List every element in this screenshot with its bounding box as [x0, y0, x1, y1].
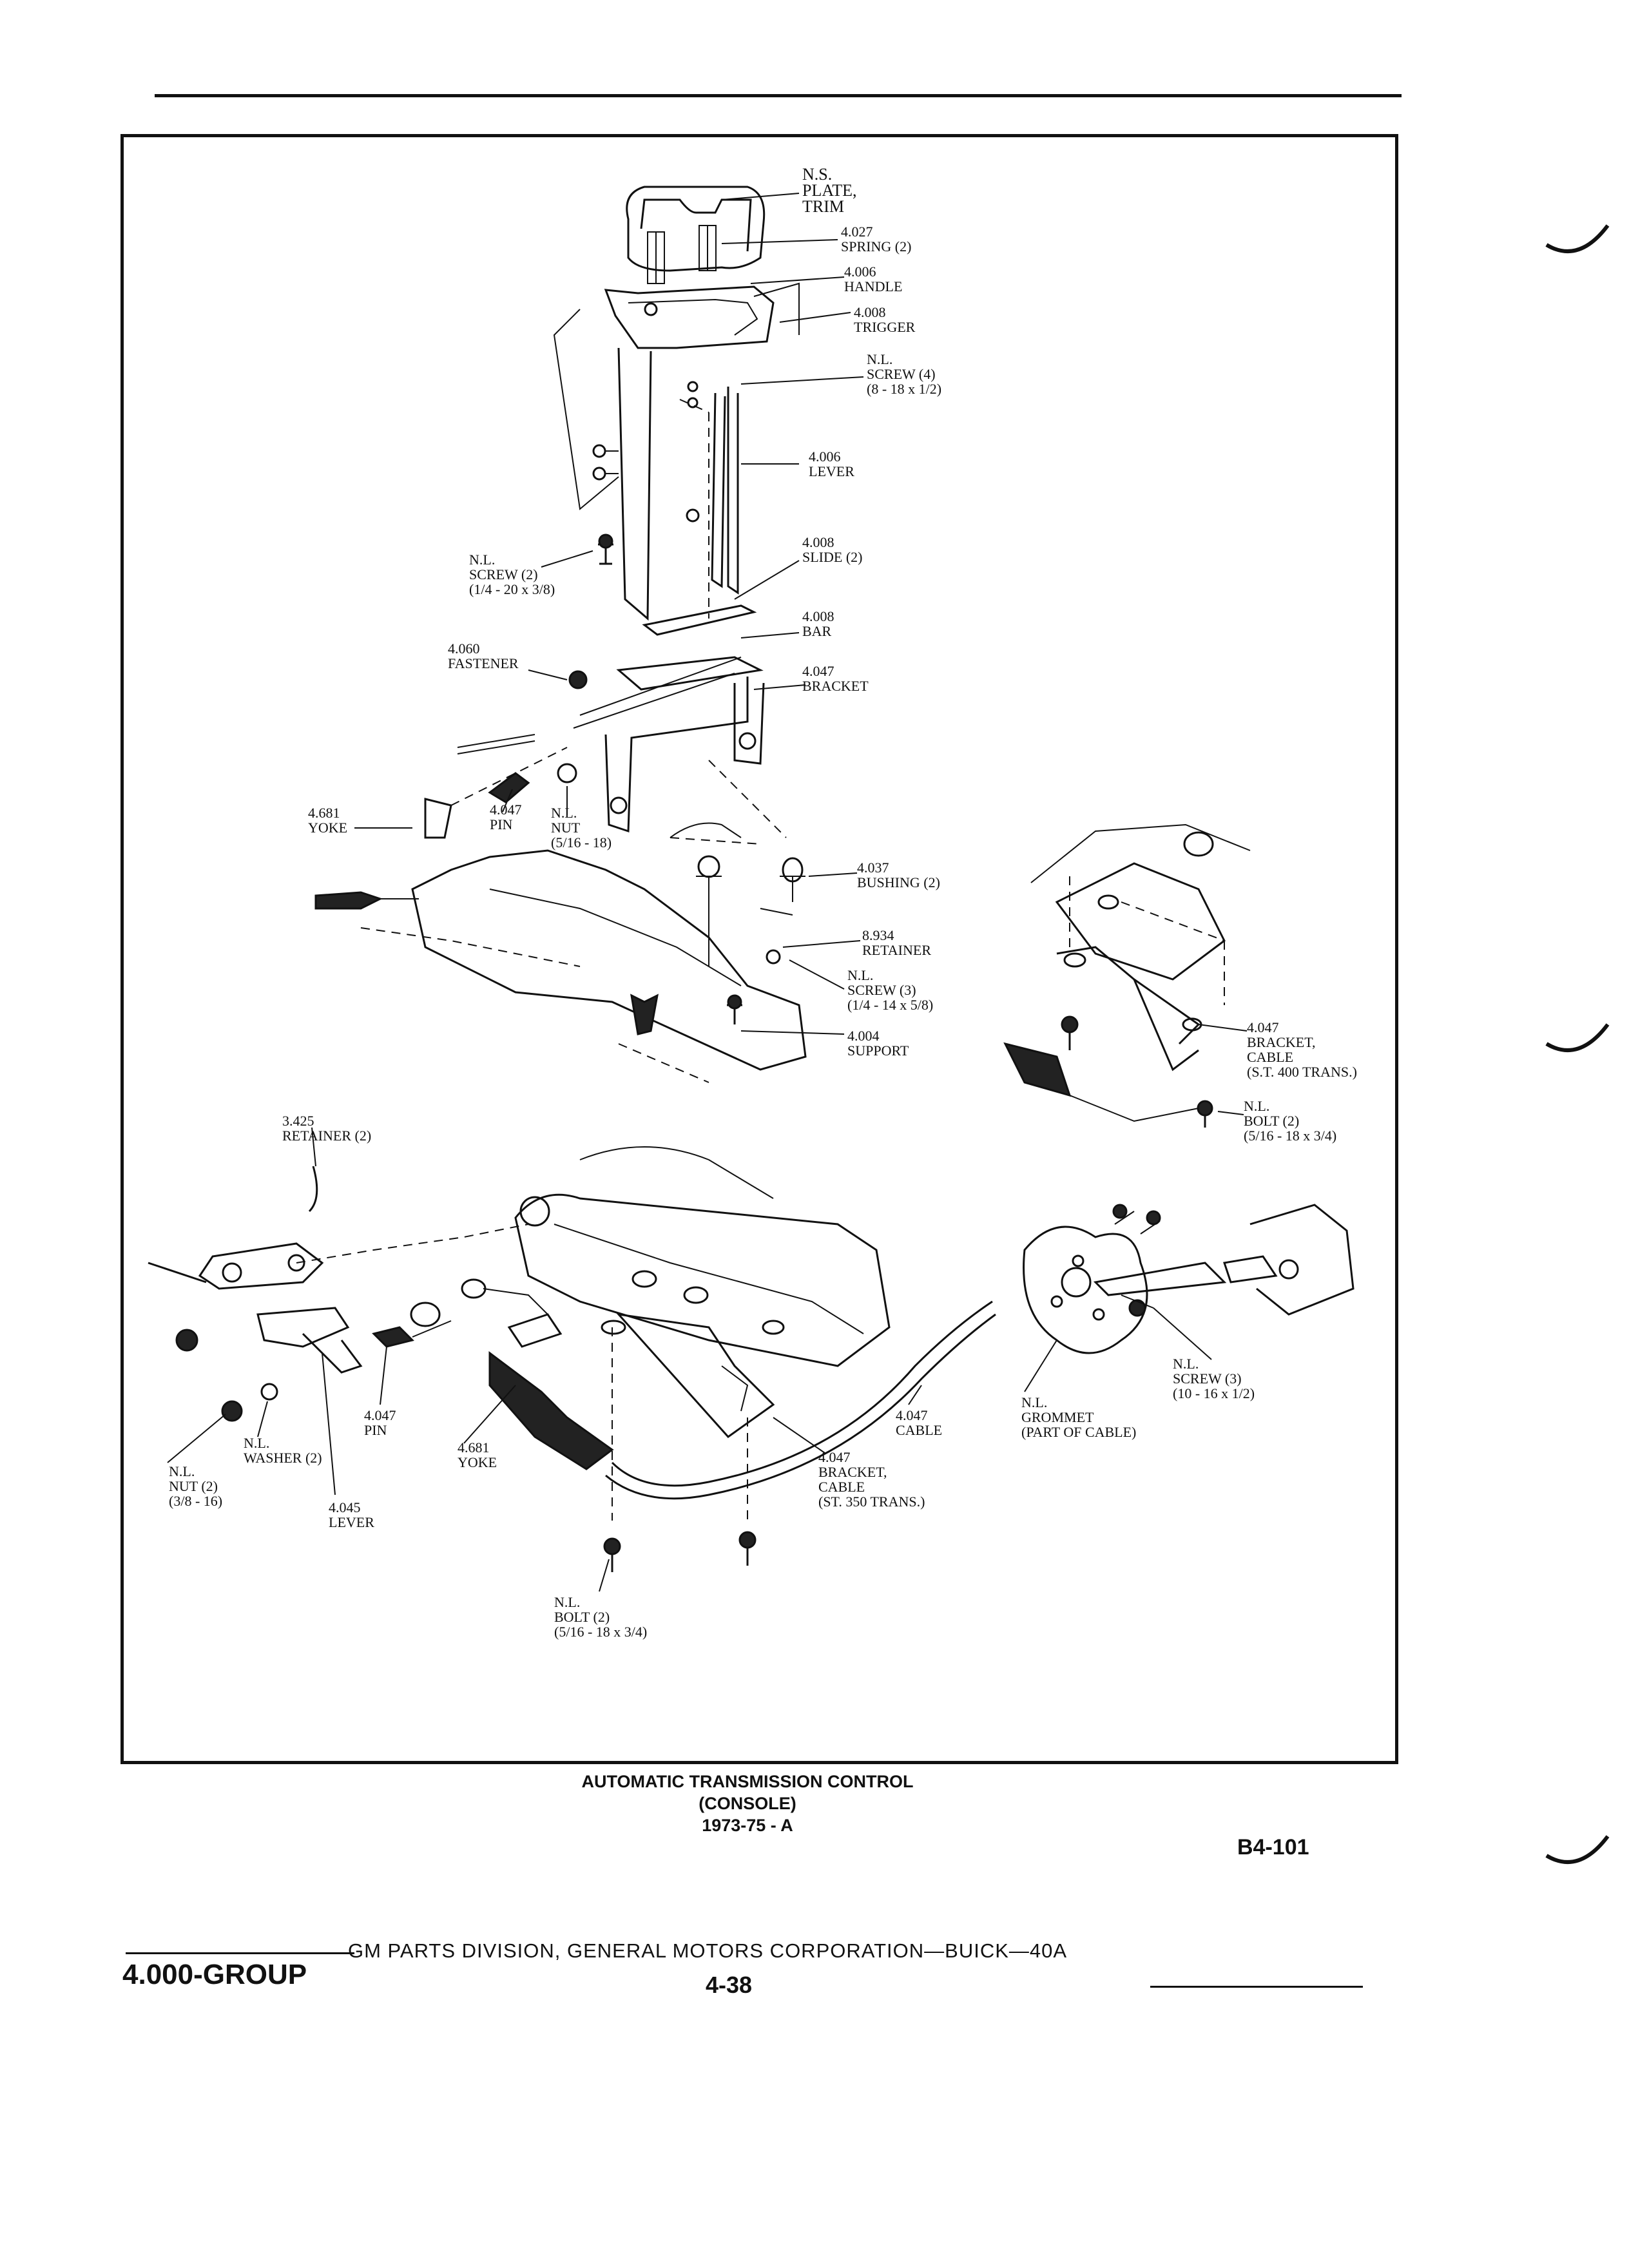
label-bolt-upper: N.L. BOLT (2) (5/16 - 18 x 3/4)	[1244, 1098, 1337, 1144]
label-support: 4.004 SUPPORT	[847, 1028, 909, 1059]
label-lever-4006: 4.006 LEVER	[809, 448, 854, 479]
label-yoke-lower: 4.681 YOKE	[458, 1439, 497, 1470]
fastener-drawing	[450, 670, 588, 806]
footer-rule-right	[1150, 1986, 1363, 1988]
binder-mark-1	[1545, 224, 1610, 253]
upper-yoke-cable-drawing	[314, 798, 761, 967]
label-washer: N.L. WASHER (2)	[244, 1435, 322, 1466]
label-spring: 4.027 SPRING (2)	[841, 224, 912, 255]
group-number: 4.000-GROUP	[122, 1959, 307, 1990]
figure-number: B4-101	[1237, 1835, 1309, 1860]
grommet-drawing	[1023, 1204, 1354, 1354]
screw-drawings	[598, 533, 613, 565]
label-pin-upper: 4.047 PIN	[490, 802, 522, 832]
label-bracket-cable-400: 4.047 BRACKET, CABLE (S.T. 400 TRANS.)	[1247, 1019, 1357, 1080]
label-bracket-4047: 4.047 BRACKET	[802, 663, 869, 694]
caption-title: AUTOMATIC TRANSMISSION CONTROL (CONSOLE)…	[496, 1771, 999, 1836]
label-bar: 4.008 BAR	[802, 608, 834, 639]
label-nut-3-8: N.L. NUT (2) (3/8 - 16)	[169, 1463, 223, 1509]
label-bushing: 4.037 BUSHING (2)	[857, 860, 940, 890]
label-retainer-8934: 8.934 RETAINER	[862, 927, 932, 958]
caption-line-2: (CONSOLE)	[699, 1794, 796, 1813]
label-grommet: N.L. GROMMET (PART OF CABLE)	[1021, 1394, 1137, 1440]
label-lever-4045: 4.045 LEVER	[329, 1499, 374, 1530]
label-trigger: 4.008 TRIGGER	[854, 304, 916, 335]
label-screw-8-18: N.L. SCREW (4) (8 - 18 x 1/2)	[867, 351, 942, 397]
transmission-inset-drawing	[1003, 823, 1251, 1128]
label-cable: 4.047 CABLE	[896, 1407, 943, 1438]
caption-line-1: AUTOMATIC TRANSMISSION CONTROL	[581, 1772, 914, 1791]
label-screw-quarter-20: N.L. SCREW (2) (1/4 - 20 x 3/8)	[469, 552, 555, 597]
label-screw-10-16: N.L. SCREW (3) (10 - 16 x 1/2)	[1173, 1356, 1255, 1401]
label-pin-lower: 4.047 PIN	[364, 1407, 396, 1438]
corporation-line: GM PARTS DIVISION, GENERAL MOTORS CORPOR…	[348, 1939, 1068, 1962]
lower-transmission-drawing	[514, 1146, 891, 1367]
label-screw-quarter-14: N.L. SCREW (3) (1/4 - 14 x 5/8)	[847, 967, 934, 1013]
bracket-drawing	[573, 604, 787, 838]
binder-mark-3	[1545, 1835, 1610, 1864]
label-nut-5-16: N.L. NUT (5/16 - 18)	[551, 805, 612, 850]
label-fastener: 4.060 FASTENER	[448, 640, 519, 671]
label-retainer-3425: 3.425 RETAINER (2)	[282, 1113, 372, 1144]
caption-line-3: 1973-75 - A	[702, 1816, 793, 1835]
page-number: 4-38	[706, 1972, 753, 1998]
support-drawing	[411, 822, 807, 1083]
lower-linkage-drawing	[148, 1166, 548, 1422]
binder-mark-2	[1545, 1023, 1610, 1052]
label-slide: 4.008 SLIDE (2)	[802, 534, 863, 565]
leader-lines	[167, 193, 1248, 1592]
label-ns-plate-trim: N.S. PLATE, TRIM	[802, 165, 857, 216]
lever-drawing	[592, 347, 739, 621]
label-bracket-cable-350: 4.047 BRACKET, CABLE (ST. 350 TRANS.)	[818, 1449, 925, 1510]
handle-assembly-drawing	[553, 186, 800, 510]
label-yoke-upper: 4.681 YOKE	[308, 805, 348, 836]
footer-rule-left	[126, 1952, 354, 1954]
top-rule	[155, 94, 1402, 97]
illustration-frame	[120, 134, 1398, 1764]
lower-cable-drawing	[488, 1300, 996, 1572]
label-handle: 4.006 HANDLE	[844, 264, 903, 294]
label-bolt-lower: N.L. BOLT (2) (5/16 - 18 x 3/4)	[554, 1594, 648, 1640]
